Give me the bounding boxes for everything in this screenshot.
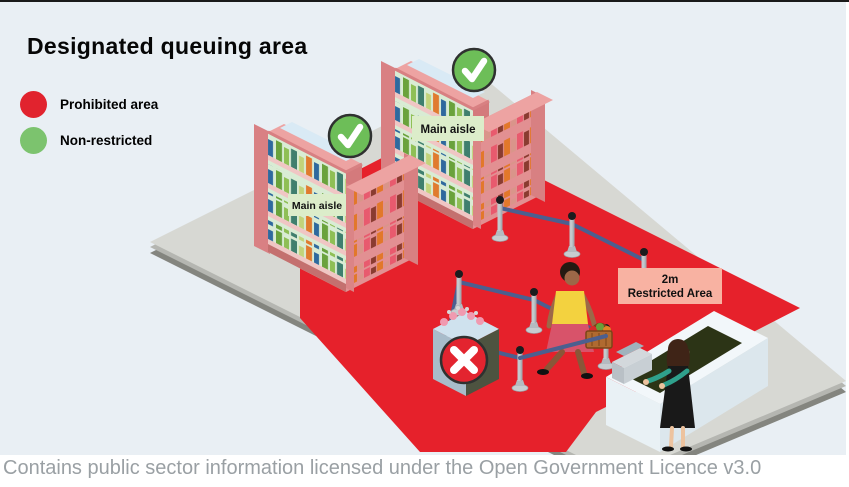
legend-item-non-restricted: Non-restricted [20, 127, 158, 154]
shopper-person [537, 262, 613, 379]
legend: Prohibited area Non-restricted [20, 91, 158, 163]
main-aisle-label: Main aisle [288, 194, 346, 216]
check-icon [329, 115, 371, 157]
restricted-area-label-line2: Restricted Area [628, 288, 713, 300]
licence-caption: Contains public sector information licen… [3, 457, 762, 479]
queue-belt-front [518, 334, 608, 360]
queue-diagram-illustration: Main aisle Main aisle 2m Restricted Area [0, 0, 849, 455]
main-aisle-label-text: Main aisle [421, 124, 476, 136]
red-circle-swatch [20, 91, 47, 118]
cashier-person [643, 339, 695, 452]
green-circle-swatch [20, 127, 47, 154]
main-aisle-label: Main aisle [412, 116, 484, 141]
cash-register [612, 342, 652, 384]
page-title: Designated queuing area [27, 33, 308, 59]
top-border [0, 0, 849, 2]
check-icon [453, 49, 495, 91]
restricted-area-label-line1: 2m [662, 274, 679, 286]
main-aisle-label-text: Main aisle [292, 200, 342, 212]
legend-label: Prohibited area [60, 97, 159, 112]
cross-icon [439, 335, 489, 385]
display-items [440, 306, 484, 326]
restricted-area-label: 2m Restricted Area [618, 268, 722, 304]
legend-label: Non-restricted [60, 133, 153, 148]
legend-item-prohibited: Prohibited area [20, 91, 158, 118]
